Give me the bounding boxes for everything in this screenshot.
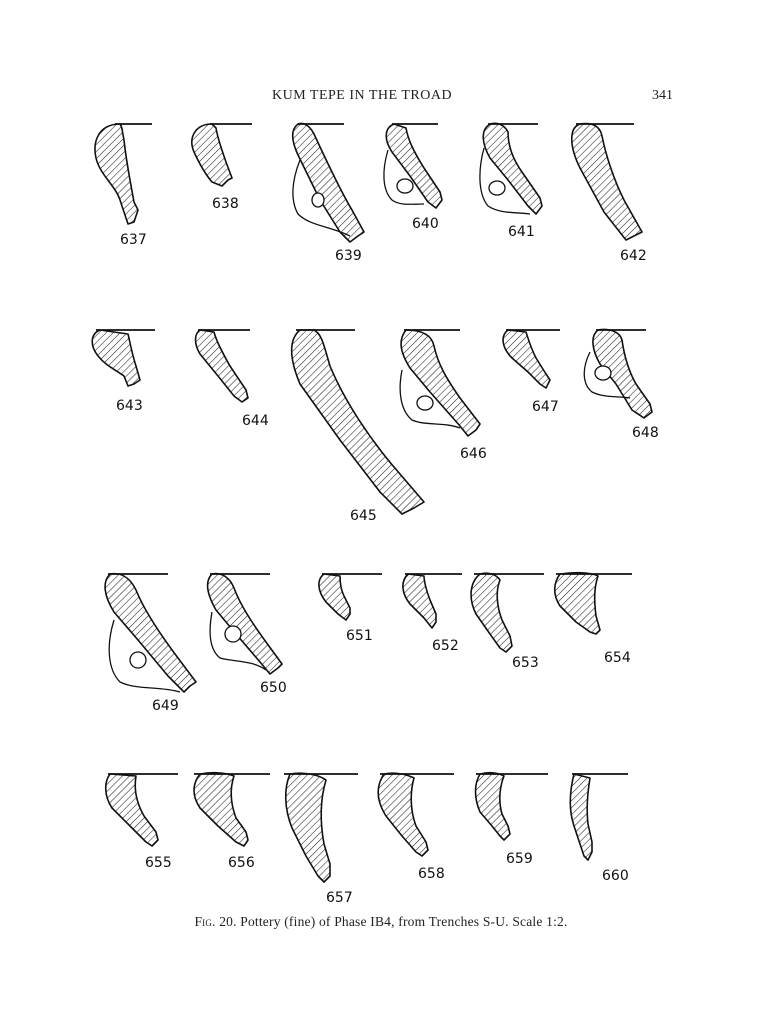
figure-number: 648 [632,425,659,441]
handle-outline [399,369,461,429]
handle-outline [583,351,631,399]
hatched-section [91,329,141,387]
sherd-profile [94,123,152,225]
sherd-profile [91,329,155,387]
hatched-section [284,772,331,883]
sherd-profile [284,772,358,883]
figure-number: 642 [620,248,647,264]
hatched-section [570,122,643,241]
sherd-profile [553,571,632,635]
lug-perforation [311,192,325,208]
sherd-profile [399,329,481,437]
figure-number: 650 [260,680,287,696]
sherd-profile [383,123,443,209]
sherd-profile [583,328,653,419]
figure-number: 657 [326,890,353,906]
figure-number: 656 [228,855,255,871]
hatched-section [194,329,249,403]
figure-number: 651 [346,628,373,644]
figure-number: 640 [412,216,439,232]
lug-perforation [488,180,506,196]
sherd-profile [291,122,365,243]
sherd-profile [206,572,283,675]
lug-perforation [396,178,414,194]
hatched-section [291,122,365,243]
hatched-section [385,123,443,209]
hatched-section [402,573,437,629]
hatched-section [502,329,551,389]
figure-number: 655 [145,855,172,871]
hatched-section [318,573,351,621]
hatched-section [400,329,481,437]
hatched-section [377,772,429,857]
figure-number: 645 [350,508,377,524]
hatched-section [206,572,283,675]
lug-perforation [594,365,612,381]
figure-number: 660 [602,868,629,884]
caption-text: Pottery (fine) of Phase IB4, from Trench… [240,914,568,929]
sherd-profile [474,771,548,841]
sherd-profile [193,771,270,847]
hatched-section [104,572,197,693]
running-title: KUM TEPE IN THE TROAD [272,88,453,103]
sherd-profile [290,329,425,515]
sherd-profile [502,329,560,389]
figure-number: 659 [506,851,533,867]
figure-number: 658 [418,866,445,882]
figure-number: 637 [120,232,147,248]
hatched-section [191,123,233,187]
handle-outline [209,611,267,671]
lug-perforation [224,625,242,643]
figure-number: 652 [432,638,459,654]
figure-caption: Fig. 20. Pottery (fine) of Phase IB4, fr… [0,914,762,930]
figure-number: 638 [212,196,239,212]
hatched-section [553,571,601,635]
hatched-section [569,773,593,861]
running-head: KUM TEPE IN THE TROAD 341 [0,88,762,108]
figure-number: 653 [512,655,539,671]
figure-number: 647 [532,399,559,415]
page-number: 341 [652,88,673,103]
handle-outline [292,159,351,237]
hatched-section [470,572,513,653]
handle-outline [108,619,181,693]
hatched-section [592,328,653,419]
figure-number: 644 [242,413,269,429]
hatched-section [94,123,139,225]
figure-number: 654 [604,650,631,666]
sherd-profile [570,122,643,241]
sherd-profile [104,572,197,693]
figure-number: 641 [508,224,535,240]
figure-number: 643 [116,398,143,414]
sherd-profile [104,773,178,847]
caption-fig-number: Fig. 20. [194,914,237,929]
sherd-profile [194,329,250,403]
figure-number: 646 [460,446,487,462]
lug-perforation [129,651,147,669]
figure-number: 649 [152,698,179,714]
sherd-profile [470,572,544,653]
figure-number: 639 [335,248,362,264]
hatched-section [193,771,249,847]
sherd-profile [318,573,382,621]
sherd-profile [569,773,628,861]
sherd-profile [479,122,543,215]
sherd-profile [377,772,454,857]
sherd-profile [191,123,252,187]
hatched-section [290,329,425,515]
lug-perforation [416,395,434,411]
handle-outline [383,149,425,205]
hatched-section [482,122,543,215]
hatched-section [104,773,159,847]
sherd-profile [402,573,462,629]
hatched-section [474,771,511,841]
handle-outline [479,147,531,215]
